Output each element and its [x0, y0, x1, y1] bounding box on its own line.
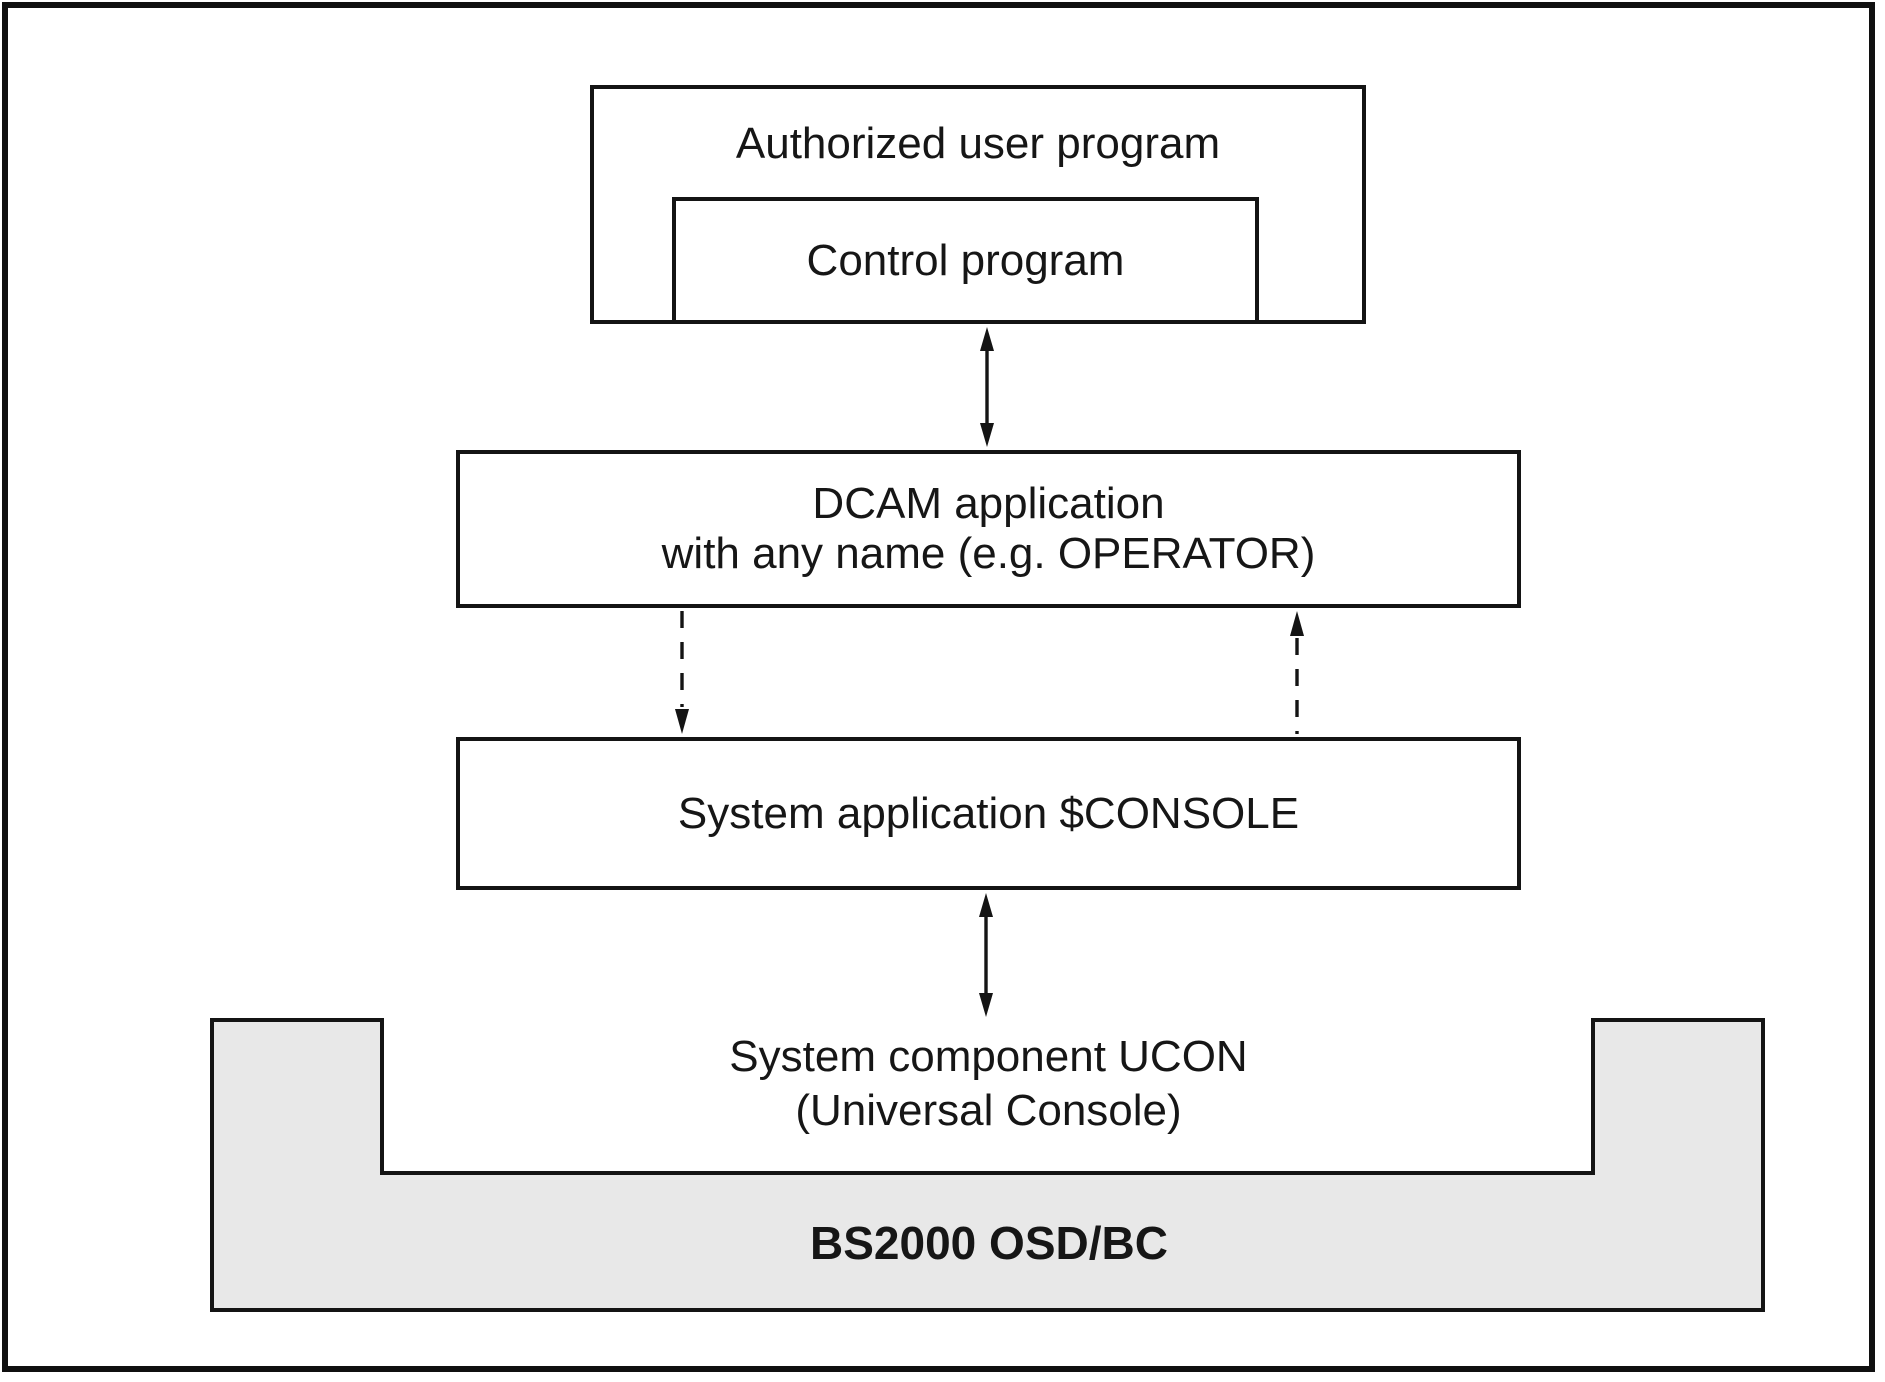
ucon-label-line2: (Universal Console): [795, 1086, 1182, 1135]
ucon-label-line1: System component UCON: [729, 1032, 1248, 1081]
dcam-application-label-line2: with any name (e.g. OPERATOR): [661, 529, 1316, 578]
box-dcam-application: DCAM application with any name (e.g. OPE…: [456, 450, 1521, 608]
system-application-console-label: System application $CONSOLE: [677, 788, 1300, 838]
dashed-arrow-down-icon: [675, 611, 689, 734]
authorized-user-program-label: Authorized user program: [735, 119, 1221, 168]
control-program-label: Control program: [806, 235, 1125, 285]
double-arrow-user-dcam-icon: [980, 327, 994, 447]
bs2000-osdbc-label: BS2000 OSD/BC: [810, 1217, 1168, 1269]
bs2000-os-shape: [210, 1018, 1765, 1312]
system-component-ucon-label: System component UCON (Universal Console…: [456, 1030, 1521, 1138]
dashed-arrow-up-icon: [1290, 611, 1304, 734]
double-arrow-console-ucon-icon: [979, 893, 993, 1017]
box-control-program: Control program: [672, 197, 1259, 324]
dcam-application-label-line1: DCAM application: [812, 479, 1165, 528]
box-system-application-console: System application $CONSOLE: [456, 737, 1521, 890]
